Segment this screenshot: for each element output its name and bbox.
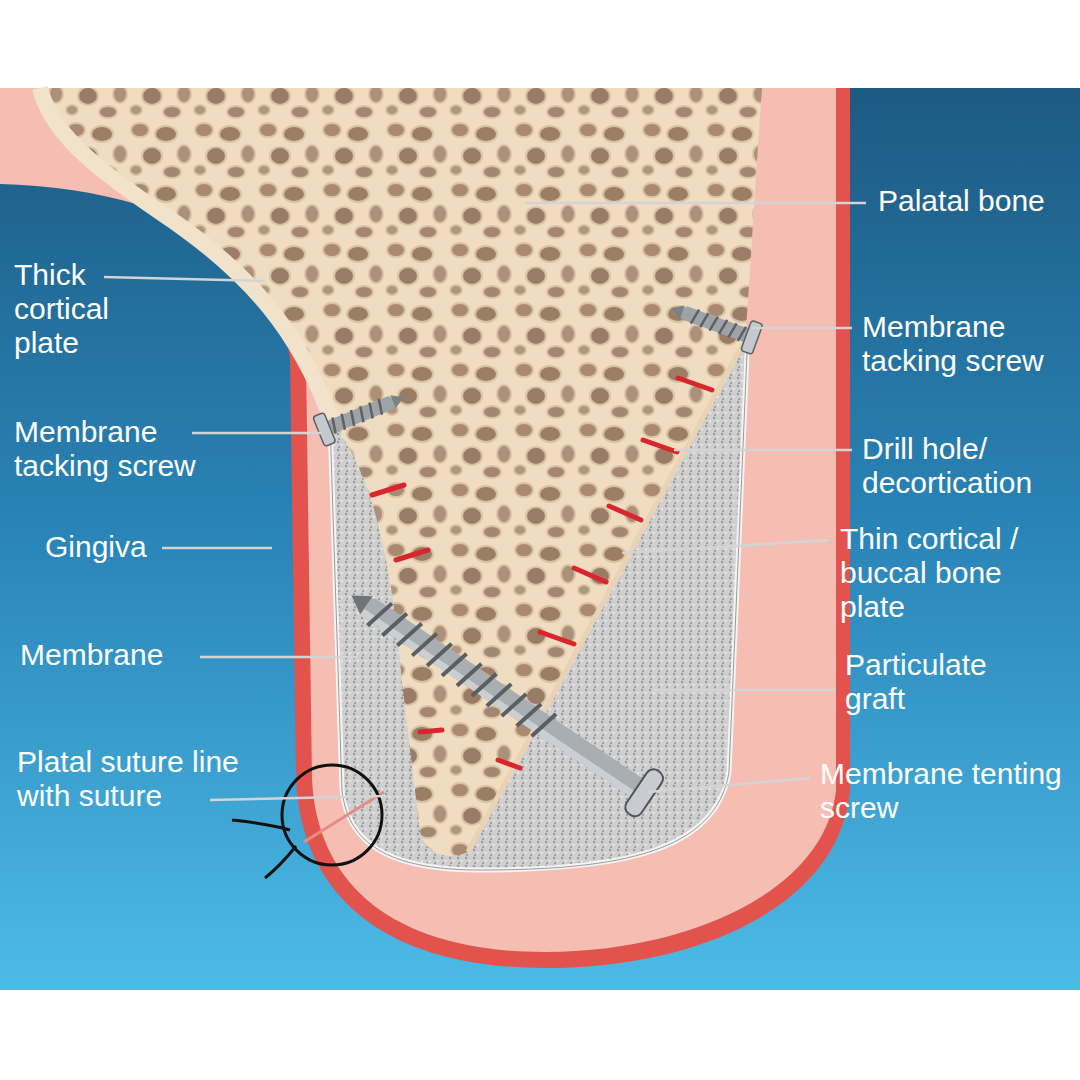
part-label: Thin cortical / buccal bone plate [840, 522, 1072, 624]
part-label: Drill hole/ decortication [862, 432, 1074, 500]
part-label: Platal suture line with suture [17, 745, 297, 813]
part-label: Membrane tacking screw [862, 310, 1074, 378]
part-label: Palatal bone [878, 184, 1073, 218]
part-label: Gingiva [45, 530, 195, 564]
part-label: Membrane [20, 638, 190, 672]
part-label: Thick cortical plate [14, 258, 139, 360]
part-label: Membrane tenting screw [820, 757, 1070, 825]
part-label: Particulate graft [845, 648, 1045, 716]
part-label: Membrane tacking screw [14, 415, 229, 483]
